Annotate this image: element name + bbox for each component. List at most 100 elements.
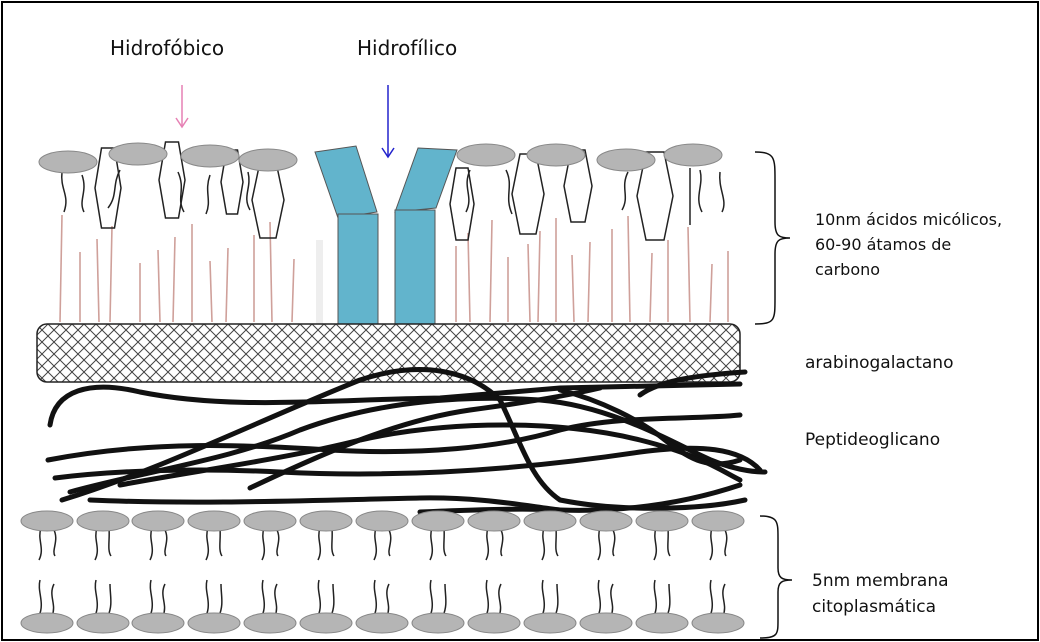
lipid-head	[457, 144, 515, 166]
fatty-acid-chain	[110, 226, 112, 322]
hydrophobic-label: Hidrofóbico	[110, 36, 224, 60]
membrane-head	[636, 511, 688, 531]
membrane-tail	[654, 580, 656, 616]
fatty-acid-chain	[688, 227, 690, 322]
membrane-tail	[555, 584, 558, 616]
fatty-acid-chain	[97, 239, 99, 322]
membrane-tail	[443, 584, 446, 616]
membrane-tail	[150, 528, 152, 560]
membrane-head	[468, 511, 520, 531]
fatty-acid-chain	[173, 237, 175, 322]
membrane-tail	[598, 528, 600, 560]
mycolic-brace	[755, 152, 790, 324]
membrane-tail	[486, 528, 488, 560]
membrane-tail	[387, 584, 389, 616]
hydrophilic-arrow	[382, 85, 394, 157]
fatty-acid-chain	[538, 231, 540, 322]
fatty-acid-chain	[710, 264, 712, 322]
cytoplasmic-membrane	[21, 511, 744, 633]
lipid-tail	[720, 172, 724, 212]
mycolic-acid-label-line1: 10nm ácidos micólicos,	[815, 208, 1002, 233]
lipid-tail	[206, 175, 210, 214]
membrane-tail	[163, 584, 165, 616]
membrane-tail	[206, 528, 208, 560]
fatty-acid-chain	[210, 261, 212, 322]
membrane-tail	[39, 528, 41, 560]
arabinogalactan-label: arabinogalactano	[805, 350, 953, 376]
membrane-tail	[164, 528, 167, 556]
membrane-tail	[667, 584, 670, 616]
lipid-head	[527, 144, 585, 166]
mycolic-acid-label-line2: 60-90 átamos de	[815, 233, 1002, 258]
membrane-head	[188, 511, 240, 531]
porin-channel	[315, 146, 457, 326]
membrane-label-line1: 5nm membrana	[812, 568, 949, 594]
lipid-tail	[699, 170, 702, 212]
membrane-label: 5nm membrana citoplasmática	[812, 568, 949, 621]
fatty-acid-chain	[588, 242, 590, 322]
membrane-tail	[598, 580, 600, 616]
membrane-head	[77, 511, 129, 531]
membrane-head	[132, 613, 184, 633]
membrane-tail	[95, 580, 97, 616]
membrane-head	[300, 511, 352, 531]
membrane-tail	[724, 528, 727, 556]
peptidoglycan-label: Peptideoglicano	[805, 427, 940, 453]
membrane-tail	[611, 584, 613, 616]
membrane-head	[412, 511, 464, 531]
membrane-tail	[109, 528, 111, 556]
membrane-tail	[318, 528, 320, 560]
lipid-tail	[62, 172, 66, 212]
membrane-tail	[150, 580, 152, 616]
membrane-tail	[723, 584, 725, 616]
membrane-tail	[39, 580, 41, 616]
membrane-tail	[542, 528, 544, 560]
mycolic-ring	[252, 162, 284, 238]
membrane-tail	[542, 580, 544, 616]
membrane-tail	[710, 580, 712, 616]
membrane-head	[692, 511, 744, 531]
membrane-head	[524, 613, 576, 633]
lipid-head	[109, 143, 167, 165]
membrane-tail	[654, 528, 656, 560]
membrane-tail	[332, 528, 334, 556]
membrane-head	[524, 511, 576, 531]
membrane-head	[580, 511, 632, 531]
lipid-tail	[247, 172, 250, 210]
membrane-tail	[276, 528, 279, 556]
membrane-head	[77, 613, 129, 633]
membrane-tail	[52, 584, 54, 616]
membrane-tail	[430, 528, 432, 560]
fatty-acid-chain	[528, 244, 530, 322]
membrane-head	[636, 613, 688, 633]
membrane-head	[244, 613, 296, 633]
lipid-head	[664, 144, 722, 166]
membrane-tail	[388, 528, 391, 556]
membrane-head	[580, 613, 632, 633]
membrane-tail	[374, 528, 376, 560]
membrane-brace	[760, 516, 792, 638]
lipid-tail	[82, 175, 84, 212]
lipid-head	[39, 151, 97, 173]
hydrophobic-arrow	[176, 85, 188, 127]
membrane-tail	[275, 584, 277, 616]
membrane-head	[412, 613, 464, 633]
membrane-tail	[262, 580, 264, 616]
membrane-tail	[318, 580, 320, 616]
membrane-label-line2: citoplasmática	[812, 594, 949, 620]
membrane-tail	[486, 580, 488, 616]
fatty-acid-chain	[650, 253, 652, 322]
mycolic-acid-label-line3: carbono	[815, 258, 1002, 282]
membrane-tail	[108, 584, 111, 616]
lipid-tail	[622, 172, 628, 210]
membrane-tail	[374, 580, 376, 616]
membrane-head	[692, 613, 744, 633]
membrane-head	[468, 613, 520, 633]
lipid-head	[597, 149, 655, 171]
fatty-acid-chain	[60, 215, 62, 322]
membrane-head	[244, 511, 296, 531]
lipid-head	[239, 149, 297, 171]
lipid-tail	[506, 170, 512, 214]
